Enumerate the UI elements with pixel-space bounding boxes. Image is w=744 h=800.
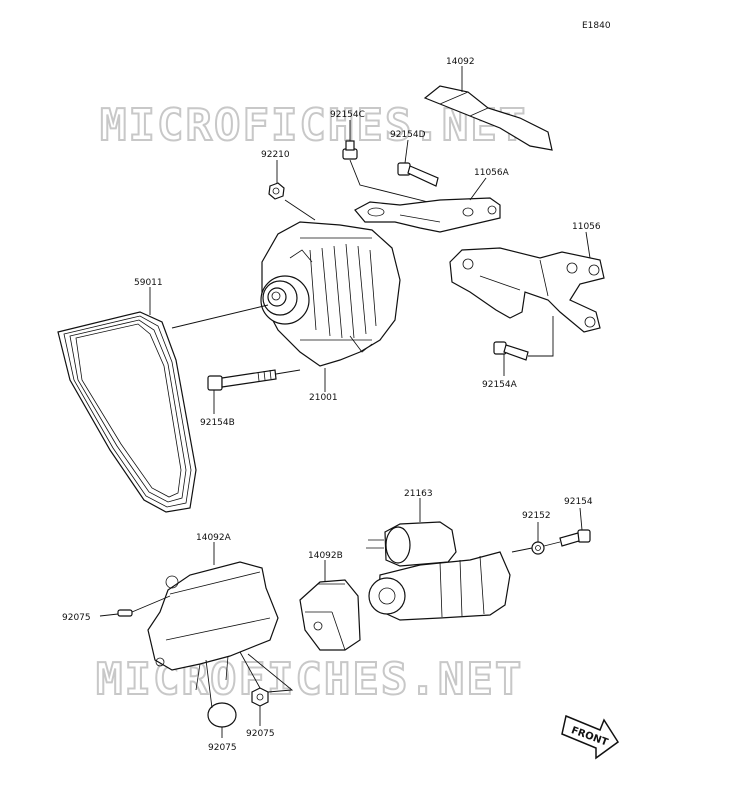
label-11056[interactable]: 11056 (572, 222, 601, 232)
label-92154A[interactable]: 92154A (482, 380, 518, 390)
label-59011[interactable]: 59011 (134, 278, 163, 288)
clip-92075-left[interactable] (117, 609, 133, 617)
label-14092B[interactable]: 14092B (308, 551, 343, 561)
label-92152[interactable]: 92152 (522, 511, 551, 521)
label-92075-bottom[interactable]: 92075 (208, 743, 237, 753)
label-92075-right[interactable]: 92075 (246, 729, 275, 739)
nut-92075-right[interactable] (251, 687, 269, 707)
belt-59011[interactable] (57, 311, 197, 513)
label-92154B[interactable]: 92154B (200, 418, 235, 428)
bolt-92154[interactable] (559, 529, 591, 547)
washer-92152[interactable] (531, 541, 545, 555)
alternator-21001[interactable] (260, 221, 401, 367)
label-14092[interactable]: 14092 (446, 57, 475, 67)
label-92154D[interactable]: 92154D (390, 130, 426, 140)
cover-14092[interactable] (423, 85, 553, 151)
diagram-code: E1840 (582, 21, 611, 31)
label-21163[interactable]: 21163 (404, 489, 433, 499)
cover-14092A[interactable] (147, 561, 279, 691)
label-21001[interactable]: 21001 (309, 393, 338, 403)
bolt-92154A[interactable] (493, 341, 529, 361)
bracket-11056A[interactable] (354, 197, 501, 233)
bolt-92154B[interactable] (207, 369, 277, 391)
bolt-92154D[interactable] (397, 162, 439, 187)
front-arrow-icon: FRONT (561, 714, 620, 760)
nut-92210[interactable] (268, 182, 285, 200)
label-92154[interactable]: 92154 (564, 497, 593, 507)
bracket-11056[interactable] (449, 247, 605, 333)
label-92075-left[interactable]: 92075 (62, 613, 91, 623)
starter-21163[interactable] (366, 521, 511, 621)
label-11056A[interactable]: 11056A (474, 168, 510, 178)
label-14092A[interactable]: 14092A (196, 533, 232, 543)
cover-14092B[interactable] (299, 579, 361, 651)
label-92210[interactable]: 92210 (261, 150, 290, 160)
label-92154C[interactable]: 92154C (330, 110, 365, 120)
